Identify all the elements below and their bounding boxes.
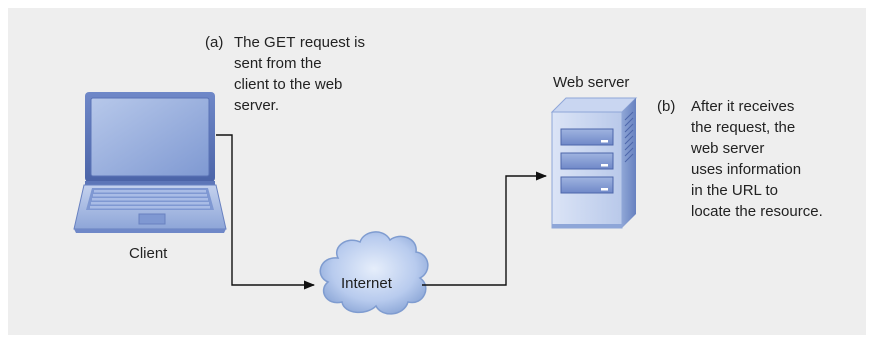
annotation-b-letter: (b) [657, 98, 676, 115]
client-label: Client [129, 245, 168, 262]
annotation-b-line-6: locate the resource. [691, 203, 823, 220]
annotation-b-text: After it receives the request, the web s… [691, 96, 823, 222]
annotation-a-line-1-suffix: request is [295, 34, 365, 51]
annotation-b: (b) After it receives the request, the w… [657, 96, 857, 228]
connector-client-to-internet [216, 134, 316, 290]
annotation-a-text: The GET request is sent from the client … [234, 32, 365, 116]
annotation-a-letter: (a) [205, 34, 224, 51]
annotation-b-line-1: After it receives [691, 98, 795, 115]
internet-label: Internet [341, 275, 392, 292]
annotation-b-line-3: web server [691, 140, 765, 157]
laptop-icon [73, 92, 227, 233]
web-server-label: Web server [553, 74, 630, 91]
get-method-code: GET [264, 34, 296, 51]
annotation-b-line-4: uses information [691, 161, 802, 178]
annotation-b-line-2: the request, the [691, 119, 796, 136]
annotation-a-line-2: sent from the [234, 55, 322, 72]
cloud-icon [319, 231, 429, 315]
annotation-a-line-1-prefix: The [234, 34, 265, 51]
annotation-a-line-3: client to the web [234, 76, 343, 93]
annotation-a-line-1: The GET request is [234, 32, 365, 53]
annotation-a: (a) The GET request is sent from the cli… [205, 32, 395, 122]
annotation-a-line-4: server. [234, 97, 280, 114]
connector-internet-to-server [422, 171, 548, 286]
server-tower-icon [550, 97, 638, 229]
annotation-b-line-5: in the URL to [691, 182, 778, 199]
